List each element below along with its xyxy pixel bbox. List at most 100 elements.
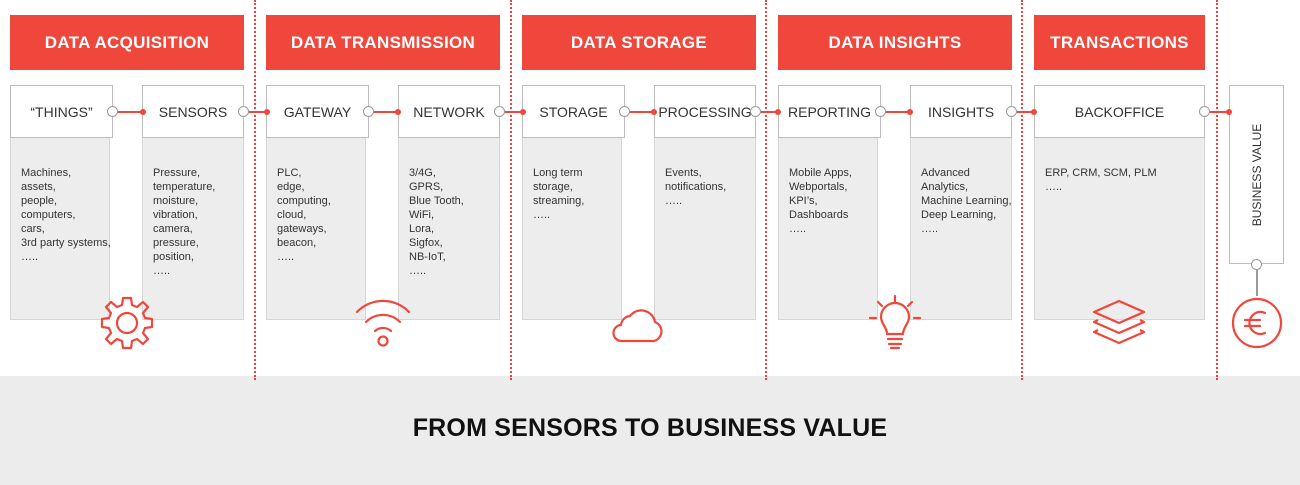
connector-dot [619, 106, 630, 117]
stage-storage: STORAGE [522, 85, 625, 138]
detail-line: ….. [533, 209, 551, 221]
stage-gateway-details: PLC, edge, computing, cloud, gateways, beacon… [266, 138, 366, 320]
detail-line: pressure, [153, 237, 199, 249]
detail-line: storage, [533, 181, 573, 193]
connector-dot [875, 106, 886, 117]
stage-things: “THINGS” [10, 85, 113, 138]
detail-line: GPRS, [409, 181, 444, 193]
header-data-insights: DATA INSIGHTS [778, 15, 1012, 70]
stage-backoffice-details: ERP, CRM, SCM, PLM….. [1034, 138, 1205, 320]
connector-dot-red [140, 109, 146, 115]
detail-line: NB-IoT, [409, 251, 446, 263]
business-value-box: BUSINESS VALUE [1229, 85, 1284, 264]
stage-network: NETWORK [398, 85, 500, 138]
detail-line: ….. [21, 251, 39, 263]
connector-line [624, 111, 655, 113]
connector-line [881, 111, 911, 113]
detail-line: ….. [665, 195, 683, 207]
detail-line: edge, [277, 181, 305, 193]
section-separator [510, 0, 512, 380]
lightbulb-icon [868, 294, 922, 350]
cloud-icon [612, 309, 663, 343]
detail-line: ….. [921, 223, 939, 235]
connector-dot-red [395, 109, 401, 115]
detail-line: Pressure, [153, 167, 201, 179]
detail-line: temperature, [153, 181, 216, 193]
detail-line: vibration, [153, 209, 198, 221]
detail-line: Machines, [21, 167, 72, 179]
layers-icon [1092, 299, 1146, 345]
gear-icon [100, 296, 154, 350]
detail-line: computers, [21, 209, 76, 221]
detail-line: Advanced [921, 167, 970, 179]
connector-line [243, 111, 267, 113]
header-data-acquisition: DATA ACQUISITION [10, 15, 244, 70]
detail-line: Dashboards [789, 209, 849, 221]
detail-line: ….. [789, 223, 807, 235]
detail-line: PLC, [277, 167, 302, 179]
detail-line: beacon, [277, 237, 317, 249]
detail-line: Long term [533, 167, 583, 179]
section-separator [254, 0, 256, 380]
detail-line: ERP, CRM, SCM, PLM [1045, 167, 1157, 179]
detail-line: KPI’s, [789, 195, 818, 207]
detail-line: ….. [409, 265, 427, 277]
connector-dot-red [264, 109, 270, 115]
detail-line: people, [21, 195, 58, 207]
detail-line: gateways, [277, 223, 327, 235]
connector-dot [494, 106, 505, 117]
detail-line: Deep Learning, [921, 209, 997, 221]
connector-line [1011, 111, 1035, 113]
connector-dot [363, 106, 374, 117]
stage-sensors: SENSORS [142, 85, 244, 138]
connector-dot [107, 106, 118, 117]
detail-line: streaming, [533, 195, 585, 207]
connector-dot-red [520, 109, 526, 115]
business-value-stem [1256, 264, 1258, 296]
connector-dot-red [907, 109, 913, 115]
detail-line: Lora, [409, 223, 435, 235]
detail-line: computing, [277, 195, 331, 207]
stage-processing-details: Events,notifications,….. [654, 138, 756, 320]
stage-things-details: Machines,assets,people,computers,cars,3r… [10, 138, 111, 320]
business-value-label: BUSINESS VALUE [1249, 123, 1264, 226]
detail-line: cars, [21, 223, 45, 235]
stage-network-details: 3/4G, GPRS, Blue Tooth, WiFi, Lora, Sigfox, NB… [398, 138, 500, 320]
detail-line: 3/4G, [409, 167, 436, 179]
section-separator [1021, 0, 1023, 380]
connector-line [499, 111, 523, 113]
connector-dot-red [651, 109, 657, 115]
detail-line: moisture, [153, 195, 199, 207]
header-data-transmission: DATA TRANSMISSION [266, 15, 500, 70]
detail-line: Analytics, [921, 181, 969, 193]
connector-dot [1006, 106, 1017, 117]
stage-processing: PROCESSING [654, 85, 756, 138]
stage-insights: INSIGHTS [910, 85, 1012, 138]
stage-reporting-details: Mobile Apps,Webportals,KPI’s,Dashboards…… [778, 138, 878, 320]
detail-line: ….. [277, 251, 295, 263]
connector-line [755, 111, 779, 113]
connector-dot [1199, 106, 1210, 117]
detail-line: cloud, [277, 209, 307, 221]
stage-gateway: GATEWAY [266, 85, 369, 138]
connector-dot [238, 106, 249, 117]
header-transactions: TRANSACTIONS [1034, 15, 1205, 70]
connector-dot-red [1226, 109, 1232, 115]
euro-icon [1231, 297, 1283, 349]
connector-dot [750, 106, 761, 117]
detail-line: 3rd party systems, [21, 237, 111, 249]
detail-line: Blue Tooth, [409, 195, 464, 207]
detail-line: Mobile Apps, [789, 167, 852, 179]
footer-title: FROM SENSORS TO BUSINESS VALUE [412, 414, 888, 442]
detail-line: position, [153, 251, 194, 263]
detail-line: Machine Learning, [921, 195, 1012, 207]
detail-line: WiFi, [409, 209, 435, 221]
connector-line [369, 111, 399, 113]
detail-line: Sigfox, [409, 237, 443, 249]
stage-sensors-details: Pressure, temperature, moisture, vibration,… [142, 138, 244, 320]
stage-storage-details: Long term storage, streaming, ….. [522, 138, 622, 320]
header-data-storage: DATA STORAGE [522, 15, 756, 70]
section-separator [1216, 0, 1218, 380]
section-separator [765, 0, 767, 380]
